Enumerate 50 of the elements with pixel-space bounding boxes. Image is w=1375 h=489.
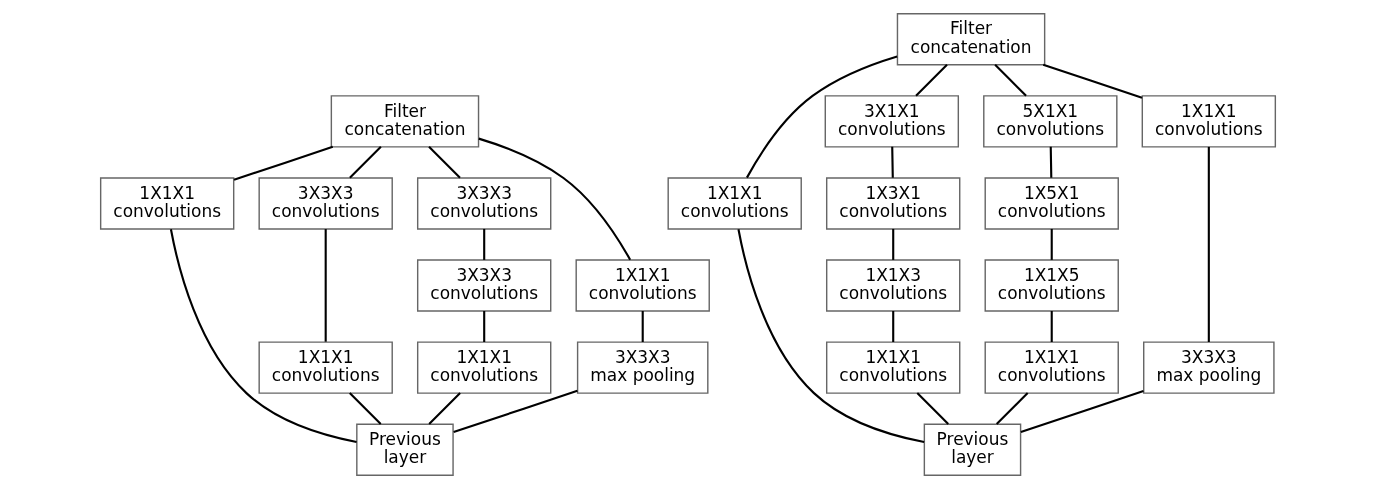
node-box: 3X1X1 convolutions	[824, 95, 959, 148]
node-box: 1X3X1 convolutions	[825, 177, 960, 230]
node-box: 3X3X3 max pooling	[1142, 341, 1275, 394]
connector	[482, 311, 485, 342]
node-box: 1X1X1 convolutions	[257, 341, 393, 394]
connector	[348, 392, 381, 425]
node-box: 1X1X1 convolutions	[825, 341, 960, 394]
connector	[1207, 146, 1210, 342]
connector	[993, 64, 1027, 97]
node-box: Previous layer	[355, 423, 454, 476]
connector	[890, 146, 894, 178]
node-box: 3X3X3 convolutions	[416, 177, 551, 230]
connector	[324, 229, 327, 342]
connector	[1042, 63, 1142, 99]
connector	[348, 146, 382, 179]
node-box: Filter concatenation	[330, 95, 479, 148]
connector	[477, 137, 631, 261]
connector	[1049, 146, 1052, 178]
connector	[891, 311, 894, 342]
connector	[891, 228, 894, 260]
node-box: 3X3X3 convolutions	[416, 259, 551, 312]
node-box: 1X1X1 convolutions	[984, 341, 1119, 394]
connector	[427, 392, 461, 425]
connector	[427, 146, 461, 179]
connector	[916, 392, 949, 425]
node-box: 3X3X3 max pooling	[576, 341, 708, 394]
node-box: 1X1X1 convolutions	[575, 259, 710, 312]
connector	[1020, 389, 1144, 434]
connector	[1050, 228, 1053, 260]
connector	[233, 145, 333, 181]
connector	[452, 389, 578, 434]
connector	[736, 229, 924, 444]
node-box: 1X1X1 convolutions	[1141, 95, 1276, 148]
connector	[169, 229, 357, 444]
node-box: 1X1X1 convolutions	[99, 177, 234, 230]
node-box: 5X1X1 convolutions	[982, 95, 1118, 148]
node-box: 3X3X3 convolutions	[257, 177, 393, 230]
node-box: Filter concatenation	[896, 13, 1045, 66]
connector	[641, 311, 644, 342]
node-box: Previous layer	[923, 423, 1021, 476]
node-box: 1X1X1 convolutions	[667, 177, 802, 230]
connector	[995, 392, 1028, 425]
connector	[745, 55, 897, 179]
node-box: 1X5X1 convolutions	[984, 177, 1119, 230]
connector	[1050, 311, 1053, 342]
node-box: 1X1X5 convolutions	[984, 259, 1119, 312]
connector	[482, 228, 485, 260]
node-box: 1X1X1 convolutions	[416, 341, 551, 394]
connector	[914, 64, 948, 97]
node-box: 1X1X3 convolutions	[825, 259, 960, 312]
